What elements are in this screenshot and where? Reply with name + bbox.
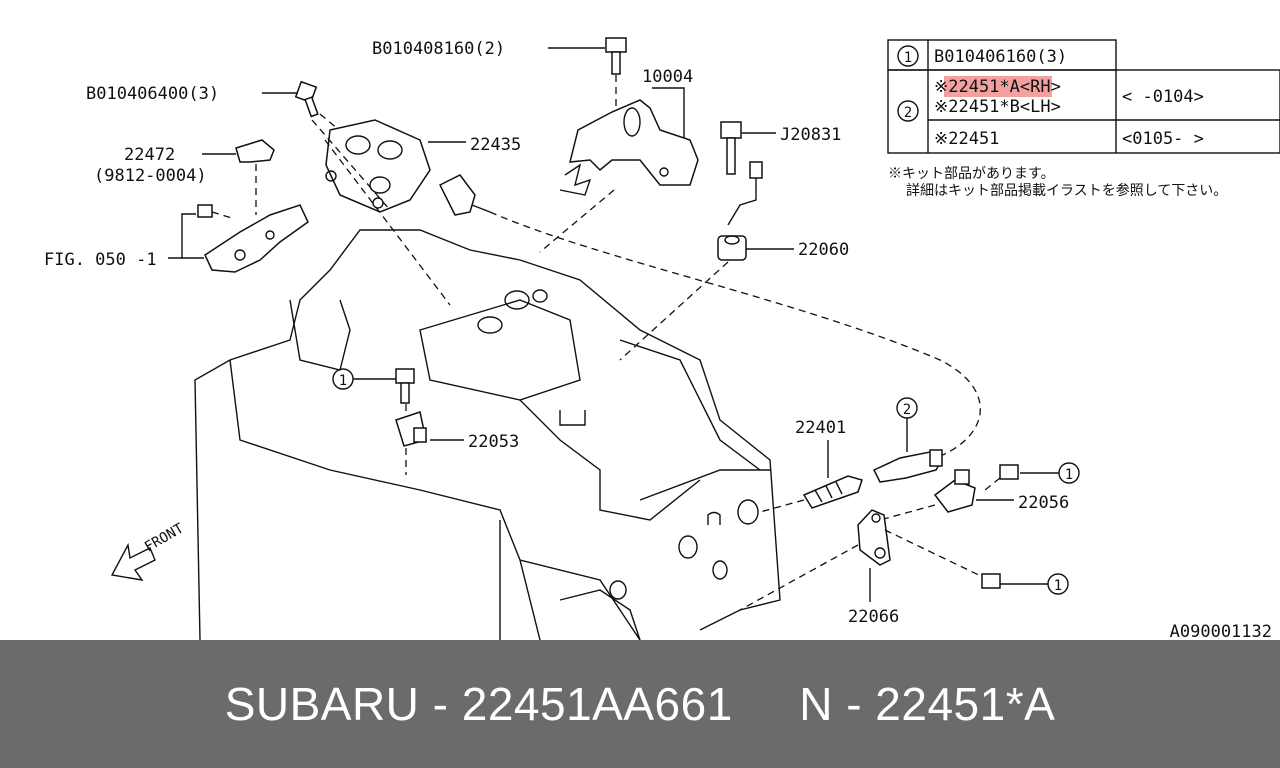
- bolt-low-icon: [981, 573, 1001, 589]
- bolt-right-icon: [720, 121, 742, 175]
- sensor-mid-icon: [395, 411, 427, 447]
- parts-diagram: 1 B010406160(3) 2 ※22451*A<RH> ※22451*B<…: [44, 37, 1280, 640]
- coil-boot-icon: [438, 174, 491, 216]
- label-tab: 22472: [124, 145, 175, 165]
- circle1-b-label: 1: [1065, 467, 1073, 483]
- legend-range-c: <0105- >: [1122, 129, 1204, 149]
- label-bracket-low: 22066: [848, 607, 899, 627]
- knock-sensor-icon: [717, 161, 763, 261]
- label-sensor-top: 22060: [798, 240, 849, 260]
- fig-bracket-icon: [197, 204, 309, 273]
- front-arrow: FRONT: [110, 520, 187, 581]
- part-number-caption: SUBARU - 22451AA661 N - 22451*A: [224, 678, 1056, 730]
- legend-item-b: ※22451*B<LH>: [934, 97, 1061, 117]
- spark-plug-icon: [802, 475, 863, 509]
- circle1-c-label: 1: [1054, 578, 1062, 594]
- label-plug: 22401: [795, 418, 846, 438]
- label-fig-ref: FIG. 050 -1: [44, 250, 157, 270]
- bolt-top-icon: [605, 37, 627, 75]
- label-sensor-crank: 22056: [1018, 493, 1069, 513]
- ignition-coil-icon: [325, 119, 431, 213]
- kit-note-line2: 詳細はキット部品掲載イラストを参照して下さい。: [906, 182, 1227, 199]
- highlight-mark: [944, 76, 1052, 97]
- crank-sensor-icon: [933, 469, 976, 513]
- legend-item-a: ※22451*A<RH>: [934, 77, 1061, 97]
- bracket-low-icon: [857, 509, 891, 566]
- front-label: FRONT: [142, 520, 187, 555]
- label-bracket: 10004: [642, 67, 693, 87]
- kit-note-line1: ※キット部品があります。: [888, 166, 1055, 182]
- circle2-label: 2: [903, 402, 911, 418]
- circle1-a-label: 1: [339, 373, 347, 389]
- legend-row2-index: 2: [904, 105, 912, 121]
- legend-row1-index: 1: [904, 50, 912, 66]
- label-sensor-mid: 22053: [468, 432, 519, 452]
- o2-sensor-icon: [872, 449, 944, 483]
- footer-bar: SUBARU - 22451AA661 N - 22451*A: [0, 640, 1280, 768]
- legend-row1-value: B010406160(3): [934, 47, 1067, 67]
- legend-item-c: ※22451: [934, 129, 999, 149]
- label-bolt-top: B010408160(2): [372, 39, 505, 59]
- crank-bolt-icon: [984, 464, 1019, 491]
- label-coil: 22435: [470, 135, 521, 155]
- label-tab-range: (9812-0004): [94, 166, 207, 186]
- drawing-id: A090001132: [1170, 622, 1272, 640]
- legend-range-a: < -0104>: [1122, 87, 1204, 107]
- bolt-left-icon: [294, 80, 319, 118]
- sensor-mid-bolt-icon: [395, 368, 415, 404]
- bracket-part-icon: [559, 99, 699, 196]
- label-bolt-left: B010406400(3): [86, 84, 219, 104]
- label-bolt-right: J20831: [780, 125, 841, 145]
- tab-clip-icon: [235, 139, 275, 163]
- engine-block: [194, 229, 781, 640]
- legend-table: 1 B010406160(3) 2 ※22451*A<RH> ※22451*B<…: [887, 39, 1280, 154]
